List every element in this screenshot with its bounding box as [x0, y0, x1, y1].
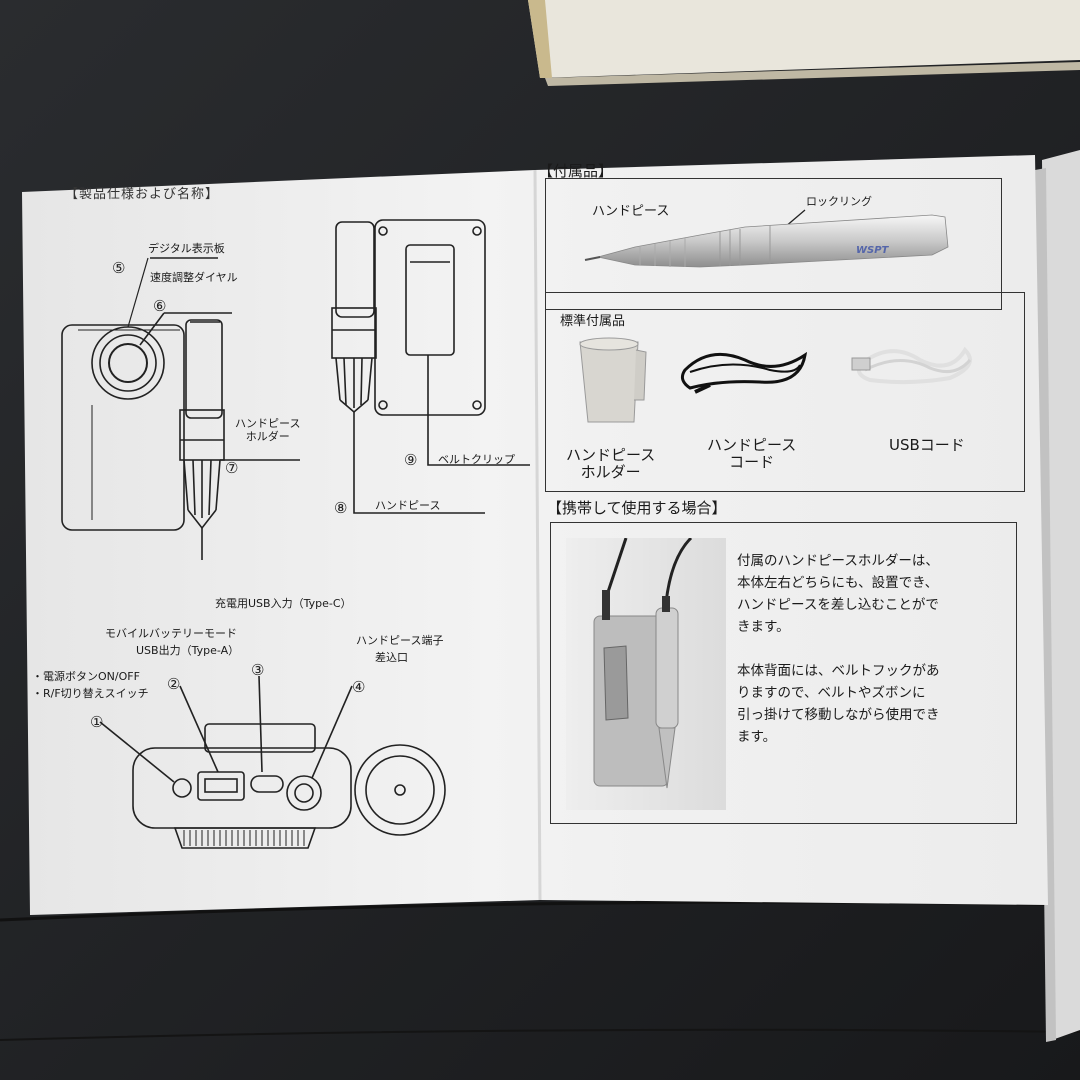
holder-label: ハンドピース ホルダー: [566, 446, 656, 482]
portable-use-description: 付属のハンドピースホルダーは、 本体左右どちらにも、設置でき、 ハンドピースを差…: [737, 553, 940, 745]
number-3: ③: [251, 661, 265, 679]
left-page-heading: 【製品仕様および名称】: [65, 187, 220, 202]
label-handpiece-holder-diagram: ハンドピース ホルダー: [235, 417, 301, 443]
portable-use-heading: 【携帯して使用する場合】: [547, 499, 727, 517]
number-2: ②: [167, 675, 181, 693]
accessories-heading: 【付属品】: [538, 162, 614, 180]
brand-mark: WSPT: [856, 245, 889, 256]
label-usb-output: USB出力（Type-A）: [136, 644, 240, 657]
label-belt-clip: ベルトクリップ: [438, 453, 515, 466]
device-diagram: [61, 219, 530, 849]
portable-use-box: [550, 522, 1017, 824]
cord-label: ハンドピース コード: [707, 436, 797, 472]
number-8: ⑧: [334, 499, 348, 517]
number-7: ⑦: [225, 459, 239, 477]
label-speed-dial: 速度調整ダイヤル: [150, 271, 238, 284]
standard-accessories-heading: 標準付属品: [560, 314, 626, 329]
lock-ring-label: ロックリング: [806, 195, 872, 208]
handpiece-label: ハンドピース: [592, 204, 670, 219]
usb-cord-label: USBコード: [889, 436, 965, 454]
label-power-button: ・電源ボタンON/OFF: [32, 670, 140, 683]
number-4: ④: [352, 678, 366, 696]
standard-accessories-box: [545, 292, 1025, 492]
handpiece-box: [545, 178, 1002, 310]
number-6: ⑥: [153, 297, 167, 315]
label-insertion-port: 差込口: [375, 651, 408, 664]
portable-use-photo: [566, 538, 726, 810]
label-rf-switch: ・R/F切り替えスイッチ: [32, 687, 149, 700]
handpiece-photo: [584, 209, 949, 268]
label-digital-display: デジタル表示板: [148, 242, 225, 255]
number-1: ①: [90, 713, 104, 731]
label-handpiece-terminal: ハンドピース端子: [356, 634, 444, 647]
label-charging-usb: 充電用USB入力（Type-C）: [215, 597, 352, 610]
label-handpiece-diagram: ハンドピース: [375, 499, 441, 512]
label-mobile-battery-mode: モバイルバッテリーモード: [105, 627, 237, 640]
number-5: ⑤: [112, 259, 126, 277]
number-9: ⑨: [404, 451, 418, 469]
accessory-photos: [579, 337, 972, 423]
